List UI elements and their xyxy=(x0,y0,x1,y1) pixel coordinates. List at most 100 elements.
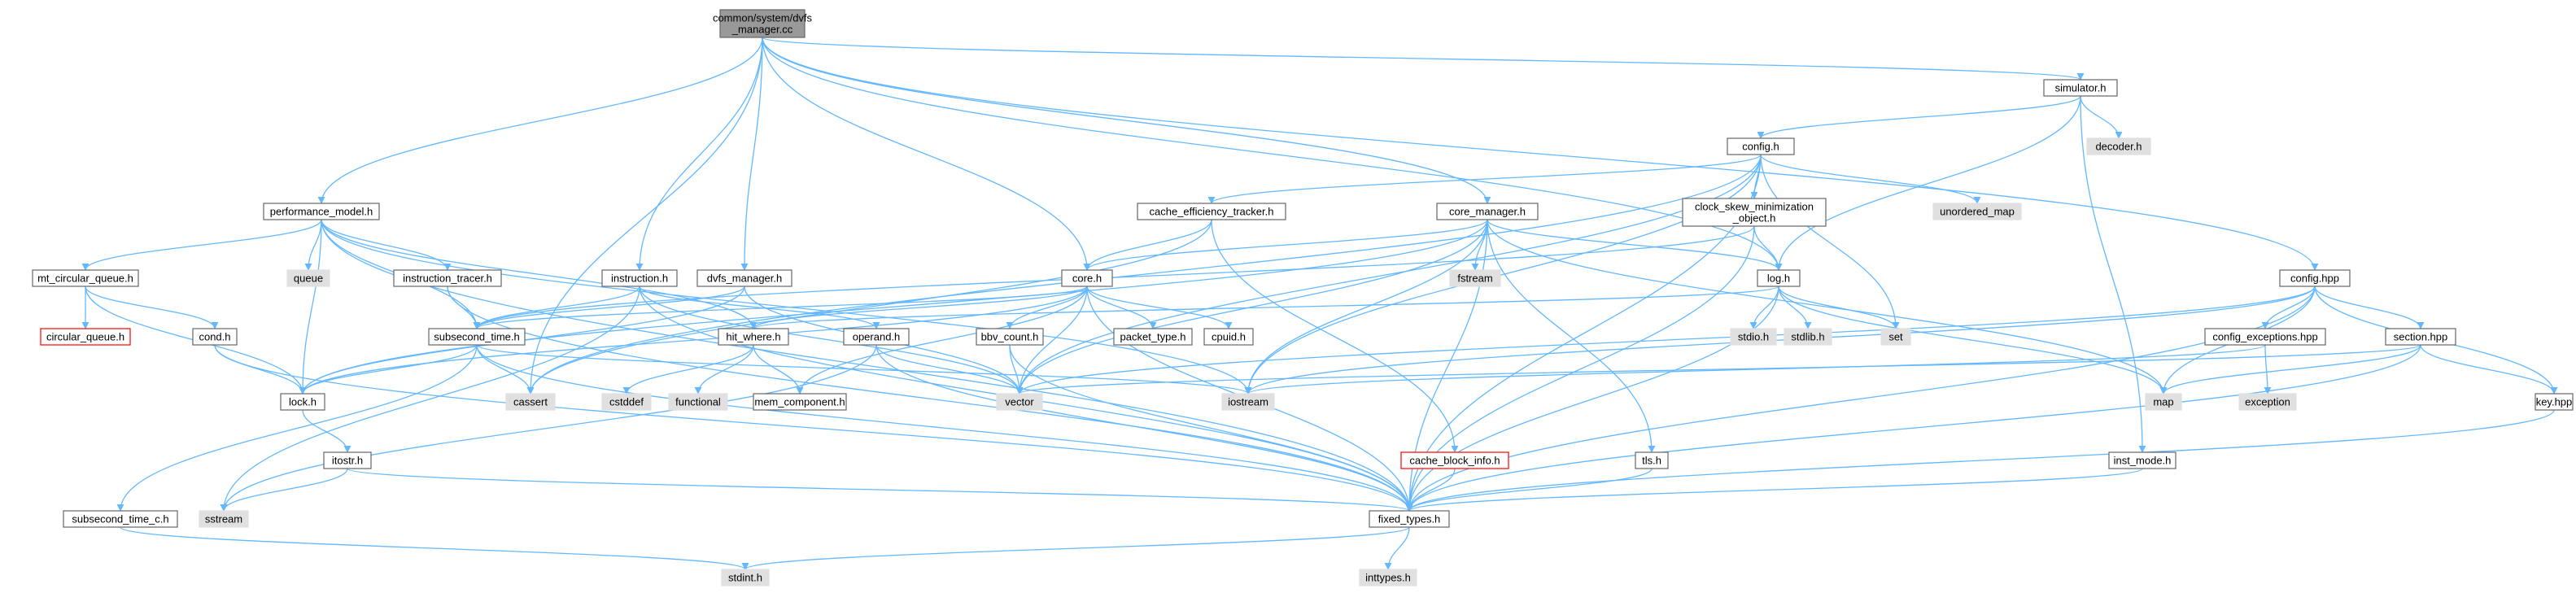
edge-subsec-to-lockh xyxy=(299,344,478,395)
node-inttypes: inttypes.h xyxy=(1359,569,1417,586)
node-cq[interactable]: circular_queue.h xyxy=(40,328,131,346)
node-instr[interactable]: instruction.h xyxy=(601,269,678,287)
edge-section-to-fixed xyxy=(1405,344,2421,512)
node-label: tls.h xyxy=(1642,455,1661,467)
node-label: key.hpp xyxy=(2536,396,2573,408)
node-clockskew[interactable]: clock_skew_minimization_object.h xyxy=(1682,198,1827,227)
node-box xyxy=(1369,510,1450,528)
node-box xyxy=(323,451,372,469)
node-itrace[interactable]: instruction_tracer.h xyxy=(393,269,502,287)
edge-condh-to-lockh xyxy=(214,344,307,395)
node-cfgexc[interactable]: config_exceptions.hpp xyxy=(2204,328,2326,346)
edge-instr-to-subsec xyxy=(473,286,640,329)
node-label: decoder.h xyxy=(2095,141,2142,153)
edge-coreh-to-subsec xyxy=(473,286,1088,329)
node-map: map xyxy=(2145,393,2182,411)
node-box xyxy=(1137,203,1286,220)
node-mtcq[interactable]: mt_circular_queue.h xyxy=(32,269,139,287)
node-label: functional xyxy=(675,396,721,408)
node-label: section.hpp xyxy=(2394,331,2448,343)
node-box xyxy=(668,393,728,411)
edge-root-to-cassert xyxy=(526,37,763,395)
node-box xyxy=(601,393,652,411)
edge-instr-to-operand xyxy=(639,286,880,329)
node-perf[interactable]: performance_model.h xyxy=(263,203,380,220)
node-instmode[interactable]: inst_mode.h xyxy=(2108,451,2177,469)
edge-logh-to-stdlib xyxy=(1778,286,1812,329)
node-cbi[interactable]: cache_block_info.h xyxy=(1400,451,1509,469)
node-tlsh[interactable]: tls.h xyxy=(1635,451,1669,469)
edge-condh-to-fixed xyxy=(214,344,1413,512)
node-box xyxy=(1880,328,1911,346)
node-label: cache_efficiency_tracker.h xyxy=(1150,206,1274,218)
node-label: cassert xyxy=(513,396,548,408)
node-lockh[interactable]: lock.h xyxy=(280,393,325,411)
edge-coremgr-to-logh xyxy=(1487,219,1783,271)
node-label: stdlib.h xyxy=(1791,331,1824,343)
node-label: log.h xyxy=(1767,273,1790,285)
node-cacheeff[interactable]: cache_efficiency_tracker.h xyxy=(1137,203,1286,220)
node-label: dvfs_manager.h xyxy=(707,273,783,285)
node-label: subsecond_time.h xyxy=(434,331,520,343)
node-label: lock.h xyxy=(289,396,317,408)
node-cpuid[interactable]: cpuid.h xyxy=(1203,328,1254,346)
edge-perf-to-iostream xyxy=(321,219,1252,395)
node-condh[interactable]: cond.h xyxy=(192,328,238,346)
node-logh[interactable]: log.h xyxy=(1757,269,1801,287)
node-label: bbv_count.h xyxy=(981,331,1039,343)
edge-section-to-keyhpp xyxy=(2420,344,2558,395)
node-stdio: stdio.h xyxy=(1730,328,1777,346)
edge-lockh-to-itostr xyxy=(302,409,351,453)
node-label: stdio.h xyxy=(1738,331,1769,343)
node-box xyxy=(199,510,249,528)
node-box xyxy=(1061,269,1113,287)
node-set: set xyxy=(1880,328,1911,346)
node-box xyxy=(63,510,178,528)
node-box xyxy=(1932,203,2022,220)
node-itostr[interactable]: itostr.h xyxy=(323,451,372,469)
node-simh[interactable]: simulator.h xyxy=(2043,79,2118,97)
node-coreh[interactable]: core.h xyxy=(1061,269,1113,287)
node-subsec[interactable]: subsecond_time.h xyxy=(428,328,526,346)
node-operand[interactable]: operand.h xyxy=(843,328,910,346)
edge-cacheeff-to-cassert xyxy=(526,219,1212,395)
node-box xyxy=(286,269,330,287)
node-dvfsm[interactable]: dvfs_manager.h xyxy=(696,269,792,287)
node-section[interactable]: section.hpp xyxy=(2385,328,2456,346)
node-fixed[interactable]: fixed_types.h xyxy=(1369,510,1450,528)
node-label: _object.h xyxy=(1732,212,1776,225)
edge-simh-to-instmode xyxy=(2080,95,2146,453)
node-label: itostr.h xyxy=(332,455,363,467)
node-packet[interactable]: packet_type.h xyxy=(1113,328,1193,346)
node-box xyxy=(1436,203,1539,220)
node-confighpp[interactable]: config.hpp xyxy=(2279,269,2351,287)
node-label: cond.h xyxy=(199,331,230,343)
edge-root-to-instr xyxy=(635,37,763,271)
node-label: config.hpp xyxy=(2290,273,2339,285)
edge-hitw-to-cstddef xyxy=(622,344,754,395)
node-sstream: sstream xyxy=(199,510,249,528)
edge-subsec-to-iostream xyxy=(476,344,1252,395)
node-subsecc[interactable]: subsecond_time_c.h xyxy=(63,510,178,528)
node-box xyxy=(1635,451,1669,469)
node-label: simulator.h xyxy=(2055,82,2107,94)
edge-subsecc-to-stdint xyxy=(120,526,749,570)
node-configh[interactable]: config.h xyxy=(1727,137,1795,155)
edge-itostr-to-fixed xyxy=(347,468,1413,512)
node-decoder: decoder.h xyxy=(2086,137,2151,155)
edge-coremgr-to-lockh xyxy=(299,219,1488,395)
edge-root-to-dvfsm xyxy=(740,37,763,271)
node-label: inst_mode.h xyxy=(2114,455,2172,467)
node-coremgr[interactable]: core_manager.h xyxy=(1436,203,1539,220)
node-label: mem_component.h xyxy=(754,396,845,408)
node-bbv[interactable]: bbv_count.h xyxy=(976,328,1044,346)
node-root[interactable]: common/system/dvfs_manager.cc xyxy=(713,9,813,38)
edge-itostr-to-sstream xyxy=(220,468,348,512)
node-label: inttypes.h xyxy=(1365,572,1411,584)
node-memcomp[interactable]: mem_component.h xyxy=(753,393,847,411)
node-hitw[interactable]: hit_where.h xyxy=(718,328,789,346)
node-keyhpp[interactable]: key.hpp xyxy=(2535,393,2574,411)
node-label: iostream xyxy=(1228,396,1268,408)
node-box xyxy=(1449,269,1501,287)
